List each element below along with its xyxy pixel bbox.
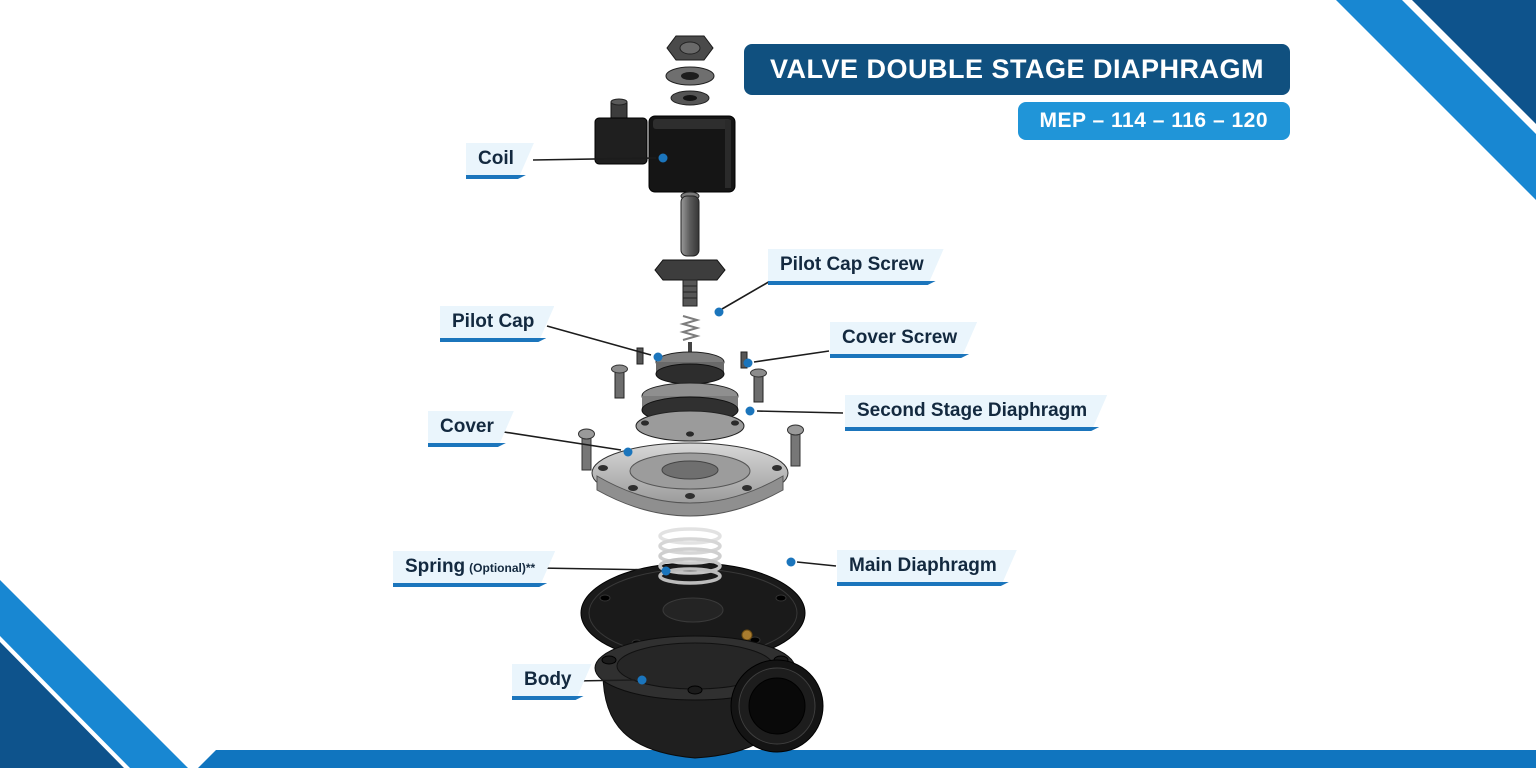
label-second-stage-diaphragm-text: Second Stage Diaphragm (857, 400, 1088, 421)
label-body-underline (512, 696, 584, 700)
label-cover-screw-text: Cover Screw (842, 327, 958, 348)
part-body (594, 635, 824, 759)
part-spring (658, 527, 722, 585)
part-pilot-cap (636, 347, 748, 385)
part-coil (594, 98, 736, 193)
label-coil-underline (466, 175, 526, 179)
label-body-text: Body (524, 669, 572, 690)
part-second-stage-diaphragm (611, 364, 767, 442)
top-right-corner-stripe (1336, 0, 1536, 200)
label-pilot-cap-underline (440, 338, 546, 342)
label-spring-text: Spring (405, 556, 466, 577)
bottom-left-corner-stripe (0, 580, 188, 768)
label-main-diaphragm-underline (837, 582, 1009, 586)
model-number-badge: MEP – 114 – 116 – 120 (1017, 102, 1290, 140)
bottom-strip (198, 750, 1536, 768)
label-second-stage-diaphragm: Second Stage Diaphragm (845, 395, 1107, 431)
label-coil: Coil (466, 143, 534, 179)
label-pilot-cap-screw: Pilot Cap Screw (768, 249, 944, 285)
label-pilot-cap-screw-text: Pilot Cap Screw (780, 254, 924, 275)
part-cover (578, 424, 804, 517)
label-spring-underline (393, 583, 547, 587)
part-pilot-spring (679, 315, 701, 354)
label-spring: Spring(Optional)** (393, 551, 555, 587)
valve-exploded-illustration (578, 35, 824, 759)
label-pilot-cap: Pilot Cap (440, 306, 554, 342)
label-cover-text: Cover (440, 416, 494, 437)
label-cover: Cover (428, 411, 514, 447)
bottom-left-corner-triangle (0, 642, 124, 768)
label-pilot-cap-text: Pilot Cap (452, 311, 535, 332)
top-right-corner-triangle (1412, 0, 1536, 124)
label-body: Body (512, 664, 592, 700)
label-main-diaphragm: Main Diaphragm (837, 550, 1017, 586)
label-main-diaphragm-text: Main Diaphragm (849, 555, 997, 576)
label-pilot-cap-screw-underline (768, 281, 936, 285)
label-second-stage-diaphragm-underline (845, 427, 1099, 431)
label-cover-screw: Cover Screw (830, 322, 977, 358)
label-coil-text: Coil (478, 148, 514, 169)
part-washers (665, 66, 715, 106)
label-cover-underline (428, 443, 506, 447)
part-solenoid-stem (654, 191, 726, 307)
label-cover-screw-underline (830, 354, 969, 358)
page-title: VALVE DOUBLE STAGE DIAPHRAGM (743, 44, 1290, 95)
label-spring-note: (Optional)** (469, 561, 536, 575)
part-hex-nut (666, 35, 714, 61)
